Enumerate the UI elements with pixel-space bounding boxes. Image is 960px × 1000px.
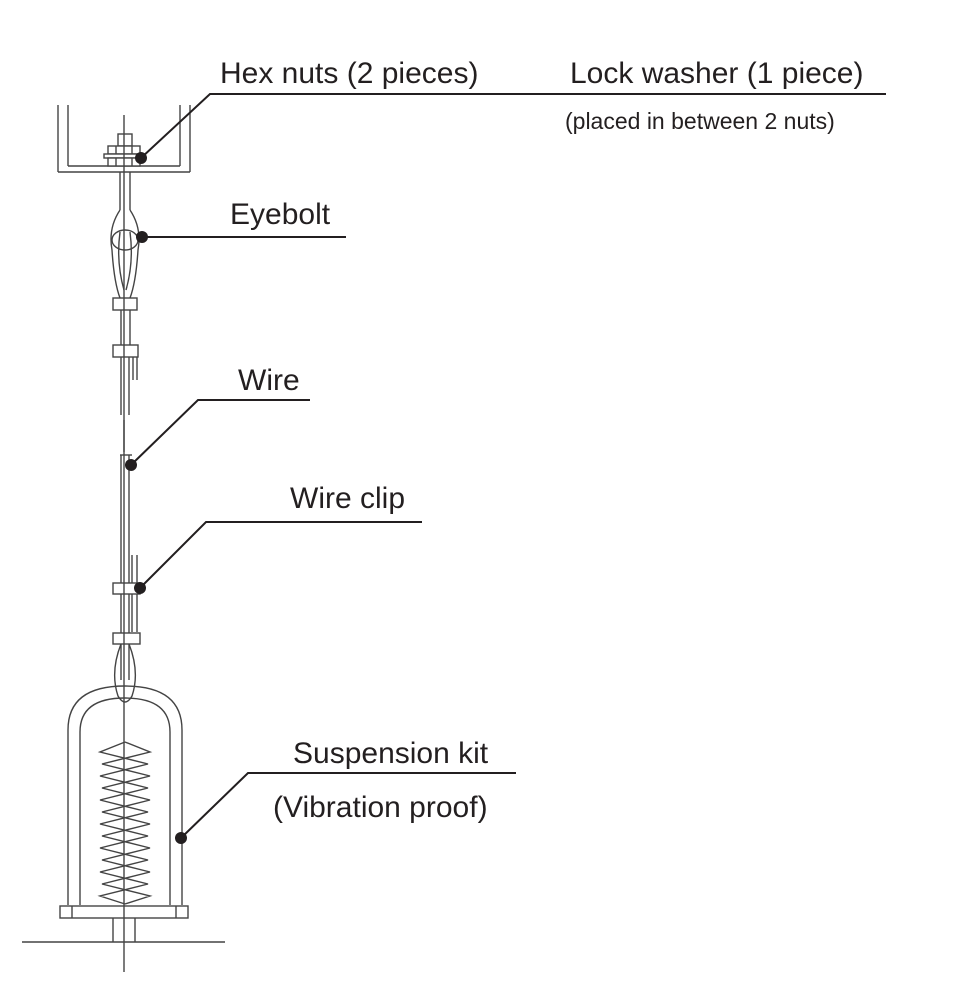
wire-clip-pointer-dot xyxy=(134,582,146,594)
wire-clip-label: Wire clip xyxy=(290,482,405,515)
lock-washer-label: Lock washer (1 piece) xyxy=(570,57,863,90)
eyebolt-label: Eyebolt xyxy=(230,198,331,231)
leaders xyxy=(125,93,886,844)
labels: Hex nuts (2 pieces) Lock washer (1 piece… xyxy=(220,57,863,824)
threaded-rod xyxy=(119,172,131,210)
wire-label: Wire xyxy=(238,364,300,397)
lock-washer-note: (placed in between 2 nuts) xyxy=(565,108,835,134)
suspension-kit-label: Suspension kit xyxy=(293,737,489,770)
wire xyxy=(120,357,138,680)
wire-pointer-dot xyxy=(125,459,137,471)
eyebolt xyxy=(110,209,140,380)
hex-nuts-pointer-dot xyxy=(135,152,147,164)
spring xyxy=(97,741,153,905)
center-axis xyxy=(22,115,225,972)
suspension-kit-pointer-dot xyxy=(175,832,187,844)
eyebolt-pointer-dot xyxy=(136,231,148,243)
hex-nuts-label: Hex nuts (2 pieces) xyxy=(220,57,478,90)
wire-loop xyxy=(113,643,137,703)
suspension-kit-note: (Vibration proof) xyxy=(273,791,488,824)
assembly-drawing xyxy=(22,105,225,972)
